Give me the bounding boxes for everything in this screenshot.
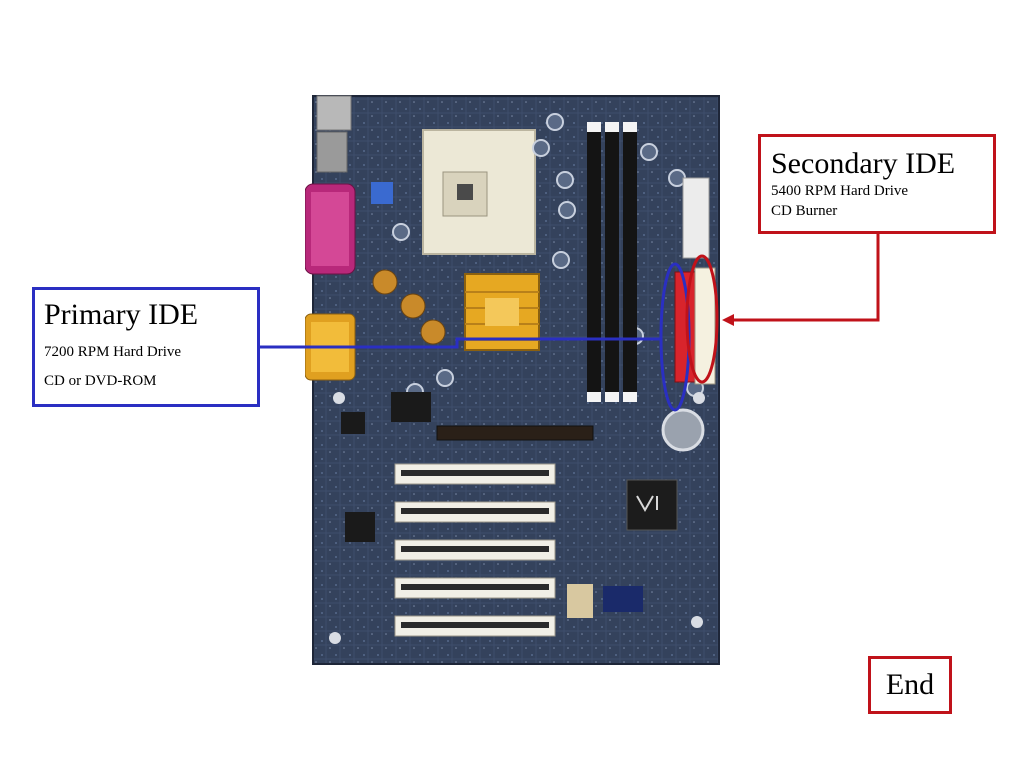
- primary-ide-callout: Primary IDE 7200 RPM Hard Drive CD or DV…: [32, 287, 260, 407]
- primary-ide-title: Primary IDE: [44, 298, 199, 331]
- secondary-ide-device-1: 5400 RPM Hard Drive: [771, 183, 909, 199]
- secondary-connector-line: [732, 234, 880, 322]
- primary-ide-device-2: CD or DVD-ROM: [44, 373, 157, 389]
- secondary-ide-device-2: CD Burner: [771, 203, 838, 219]
- secondary-ide-title: Secondary IDE: [771, 147, 956, 180]
- secondary-ide-callout: Secondary IDE 5400 RPM Hard Drive CD Bur…: [758, 134, 996, 234]
- primary-ide-device-1: 7200 RPM Hard Drive: [44, 344, 182, 360]
- motherboard-image: [305, 92, 725, 668]
- end-button[interactable]: End: [868, 656, 952, 714]
